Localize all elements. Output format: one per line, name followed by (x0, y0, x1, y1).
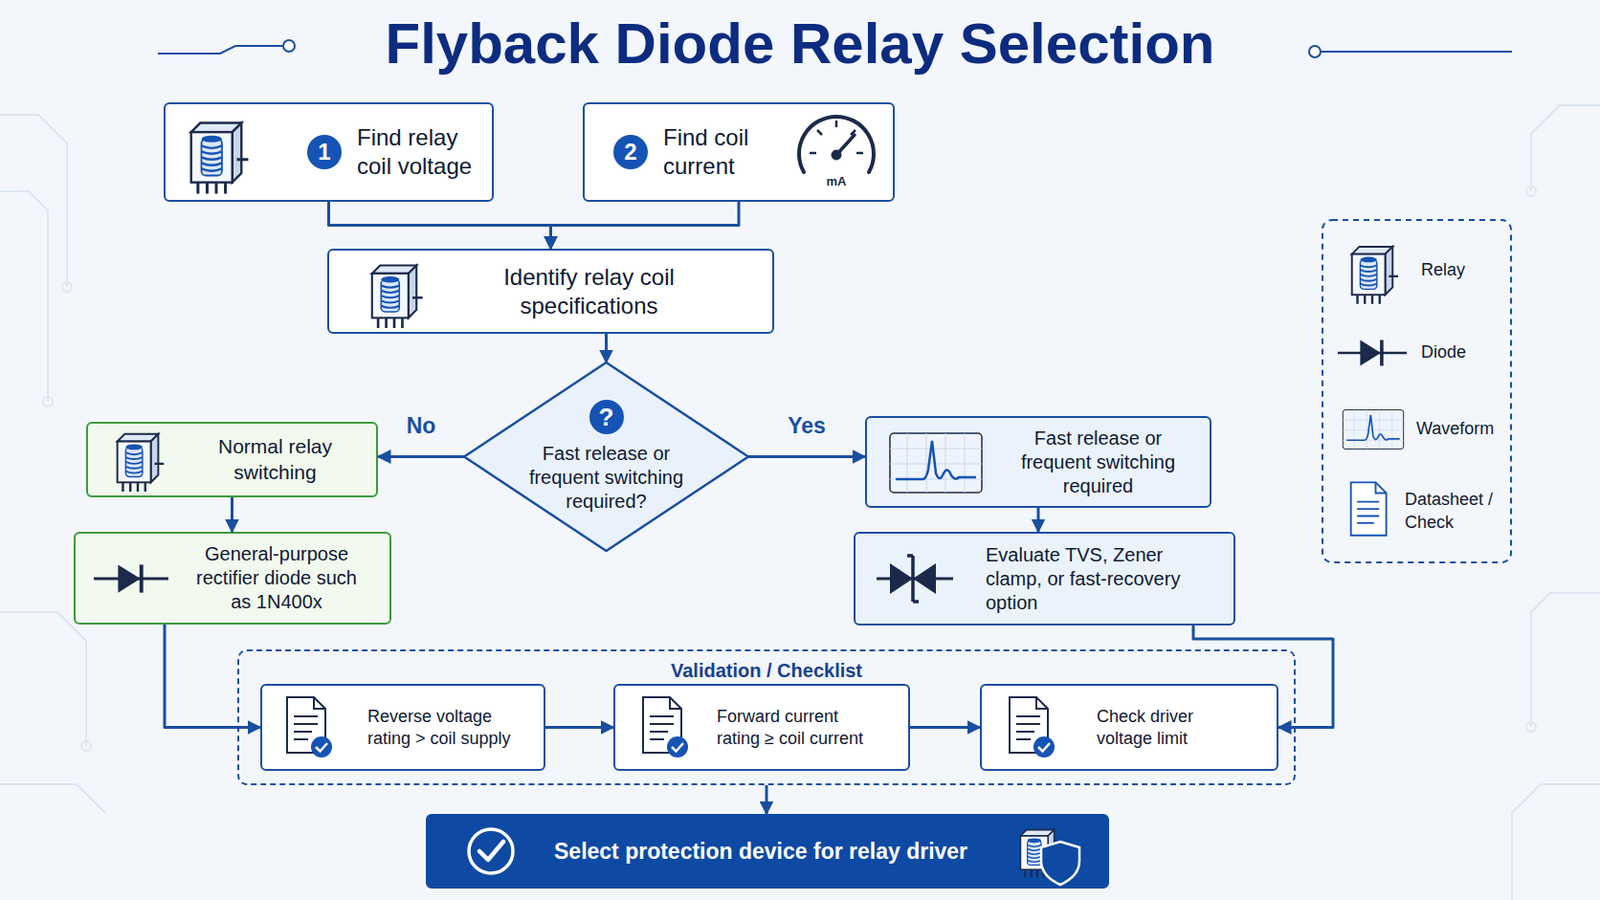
connector (329, 201, 552, 249)
legend-datasheet-icon (1351, 482, 1387, 535)
node-label: Fast release or frequent switching requi… (520, 442, 693, 514)
node-label: General-purpose rectifier diode such as … (188, 542, 366, 615)
connector (551, 201, 740, 249)
connector (748, 455, 866, 459)
node-label: Find relay coil voltage (356, 123, 483, 181)
decision-diamond: ? Fast release or frequent switching requ… (464, 362, 749, 552)
connector (230, 497, 234, 533)
datasheet-check-icon (287, 697, 333, 758)
diode-symbol (93, 564, 169, 593)
legend-relay-icon (1352, 246, 1399, 305)
relay-shield-icon (1020, 830, 1080, 886)
gauge-icon (799, 116, 874, 173)
connector (545, 726, 614, 730)
group-heading: Validation / Checklist (239, 659, 1294, 684)
connector (377, 455, 465, 459)
node-label: Reverse voltage rating > coil supply (367, 706, 529, 750)
edge-label: No (382, 413, 460, 441)
node-label: Check driver voltage limit (1096, 706, 1231, 750)
legend-text: Relay (1421, 258, 1466, 282)
connector (765, 785, 769, 815)
legend-waveform-icon (1342, 410, 1403, 450)
check-icon (468, 829, 513, 874)
connector (1037, 508, 1041, 533)
datasheet-check-icon (1009, 697, 1055, 758)
callout-number: ? (589, 400, 624, 435)
checklist-group: Validation / ChecklistReverse voltage ra… (237, 649, 1296, 786)
tvs-symbol (876, 555, 954, 602)
legend-diode-icon (1337, 340, 1407, 367)
callout-number: 1 (307, 134, 342, 170)
legend-text: Datasheet / Check (1404, 488, 1501, 535)
node-label: Forward current rating ≥ coil current (716, 706, 878, 750)
edge-label: Yes (768, 413, 845, 441)
unit-label: mA (807, 174, 866, 189)
waveform-icon (889, 433, 982, 493)
connector (1193, 625, 1334, 729)
node-label: Identify relay coil specifications (474, 263, 705, 321)
callout-number: 2 (613, 134, 648, 170)
result-box: Select protection device for relay drive… (425, 814, 1110, 889)
relay-icon (117, 434, 165, 492)
connector (164, 624, 261, 729)
connector (604, 333, 608, 363)
legend-frame (1322, 220, 1512, 563)
node-label: Normal relay switching (194, 434, 357, 486)
diamond-shape (464, 362, 749, 552)
diagram-title: Flyback Diode Relay Selection (0, 9, 1600, 79)
node-label: Evaluate TVS, Zener clamp, or fast-recov… (985, 543, 1201, 616)
node-label: Select protection device for relay drive… (554, 838, 968, 867)
relay-icon (191, 123, 249, 195)
relay-icon (372, 265, 423, 328)
connector (910, 726, 980, 730)
node-label: Fast release or frequent switching requi… (1009, 426, 1187, 499)
datasheet-check-icon (643, 697, 689, 758)
legend-text: Diode (1421, 340, 1467, 364)
node-label: Find coil current (663, 123, 788, 181)
legend-text: Waveform (1416, 417, 1494, 441)
